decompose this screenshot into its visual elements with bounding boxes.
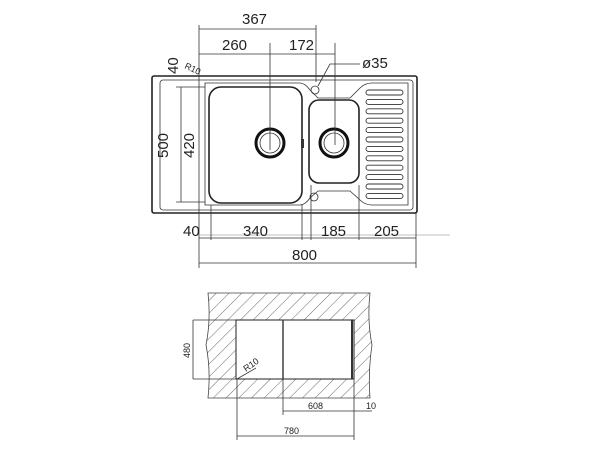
dimension-lines — [176, 25, 450, 268]
rim-contour — [204, 82, 409, 206]
drainer-groove — [365, 89, 404, 96]
dim-608: 608 — [308, 401, 323, 411]
drainer-groove — [365, 108, 404, 115]
drainer-groove — [365, 164, 404, 171]
overflow-hole — [309, 192, 319, 202]
cutout-dimension-lines — [192, 319, 372, 440]
dim-340: 340 — [243, 223, 268, 240]
dim-800: 800 — [292, 247, 317, 264]
drainer-groove — [365, 155, 404, 162]
drainer-grooves — [365, 89, 404, 199]
dim-left-rim: 40 — [183, 223, 200, 240]
second-drain — [318, 127, 350, 159]
dim-205: 205 — [374, 223, 399, 240]
overflow-slot — [301, 139, 304, 148]
dim-185: 185 — [321, 223, 346, 240]
second-bowl — [308, 99, 360, 184]
drainer-groove — [365, 192, 404, 199]
second-drain-inner — [323, 132, 345, 154]
drainer-groove — [365, 136, 404, 143]
drainer-groove — [365, 98, 404, 105]
dim-420: 420 — [181, 133, 198, 158]
sink-top-view: 367 260 172 ø35 40 R10 500 420 40 340 18… — [151, 11, 450, 268]
drainer-groove — [365, 183, 404, 190]
dim-10: 10 — [366, 401, 376, 411]
drainer-groove — [365, 145, 404, 152]
dim-367: 367 — [242, 11, 267, 28]
dim-172: 172 — [289, 37, 314, 54]
drainer-groove — [365, 127, 404, 134]
sink-outline — [151, 75, 418, 214]
dim-480: 480 — [182, 343, 192, 358]
dim-top-rim: 40 — [165, 57, 182, 74]
dim-500: 500 — [155, 133, 172, 158]
sink-rim — [159, 79, 414, 211]
drainer-groove — [365, 174, 404, 181]
cutout-section-view: 480 R10 608 10 780 — [182, 292, 376, 440]
dim-780: 780 — [284, 426, 299, 436]
tap-hole — [310, 85, 320, 95]
drainer-groove — [365, 117, 404, 124]
cutout-opening — [235, 319, 355, 380]
dim-corner-radius: R10 — [183, 61, 202, 77]
dim-260: 260 — [222, 37, 247, 54]
dim-tap-hole: ø35 — [362, 55, 388, 72]
